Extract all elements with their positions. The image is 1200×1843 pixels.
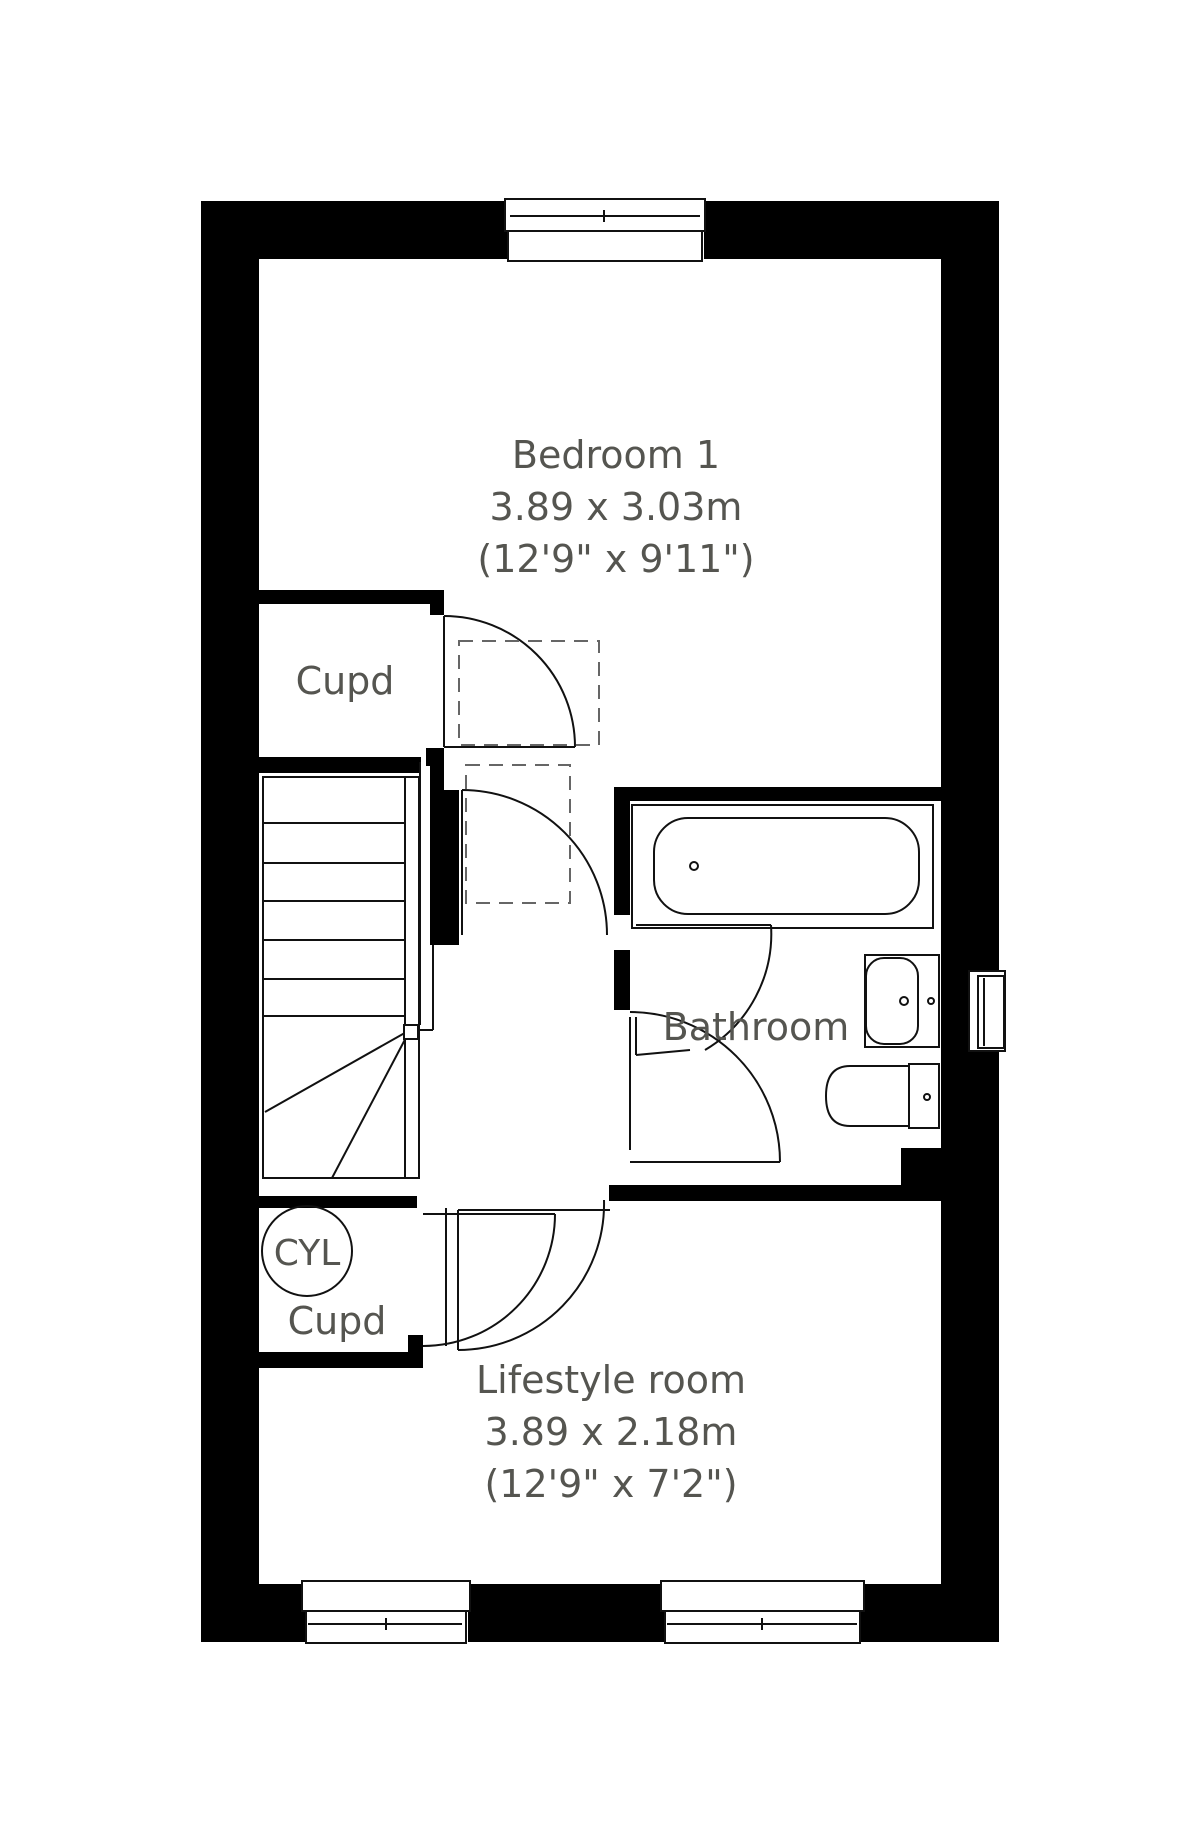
cupboard-upper-label: Cupd xyxy=(296,659,395,703)
window-bathroom xyxy=(968,970,1006,1052)
door-bedroom-cupboard xyxy=(443,615,576,748)
internal-walls xyxy=(259,590,941,1368)
bathroom-label: Bathroom xyxy=(663,1005,850,1049)
bedroom1-imperial: (12'9" x 9'11") xyxy=(477,537,754,581)
bedroom1-metric: 3.89 x 3.03m xyxy=(490,485,743,529)
toilet xyxy=(824,1063,940,1129)
lifestyle-label: Lifestyle room 3.89 x 2.18m (12'9" x 7'2… xyxy=(476,1358,746,1506)
staircase xyxy=(262,762,434,1179)
lifestyle-imperial: (12'9" x 7'2") xyxy=(484,1462,737,1506)
bedroom1-label: Bedroom 1 3.89 x 3.03m (12'9" x 9'11") xyxy=(477,433,754,581)
cylinder-circle xyxy=(261,1205,353,1297)
outer-walls xyxy=(201,201,999,1642)
loft-hatch-lower xyxy=(465,764,571,904)
wash-basin xyxy=(864,954,940,1048)
door-lower-cupboard xyxy=(422,1208,556,1347)
cupboard-lower-label: Cupd xyxy=(288,1299,387,1343)
door-bathroom xyxy=(629,1011,781,1163)
lifestyle-name: Lifestyle room xyxy=(476,1358,746,1402)
bedroom1-name: Bedroom 1 xyxy=(512,433,720,477)
lifestyle-metric: 3.89 x 2.18m xyxy=(485,1410,738,1454)
window-bottom-left xyxy=(301,1580,471,1644)
loft-hatch-upper xyxy=(458,640,600,746)
door-lifestyle xyxy=(457,1199,610,1351)
window-top xyxy=(504,198,706,262)
window-bottom-right xyxy=(660,1580,865,1644)
bathtub xyxy=(631,804,934,929)
door-bedroom xyxy=(461,789,608,936)
shower-screen xyxy=(635,924,773,1056)
cylinder-label: CYL xyxy=(274,1233,341,1274)
